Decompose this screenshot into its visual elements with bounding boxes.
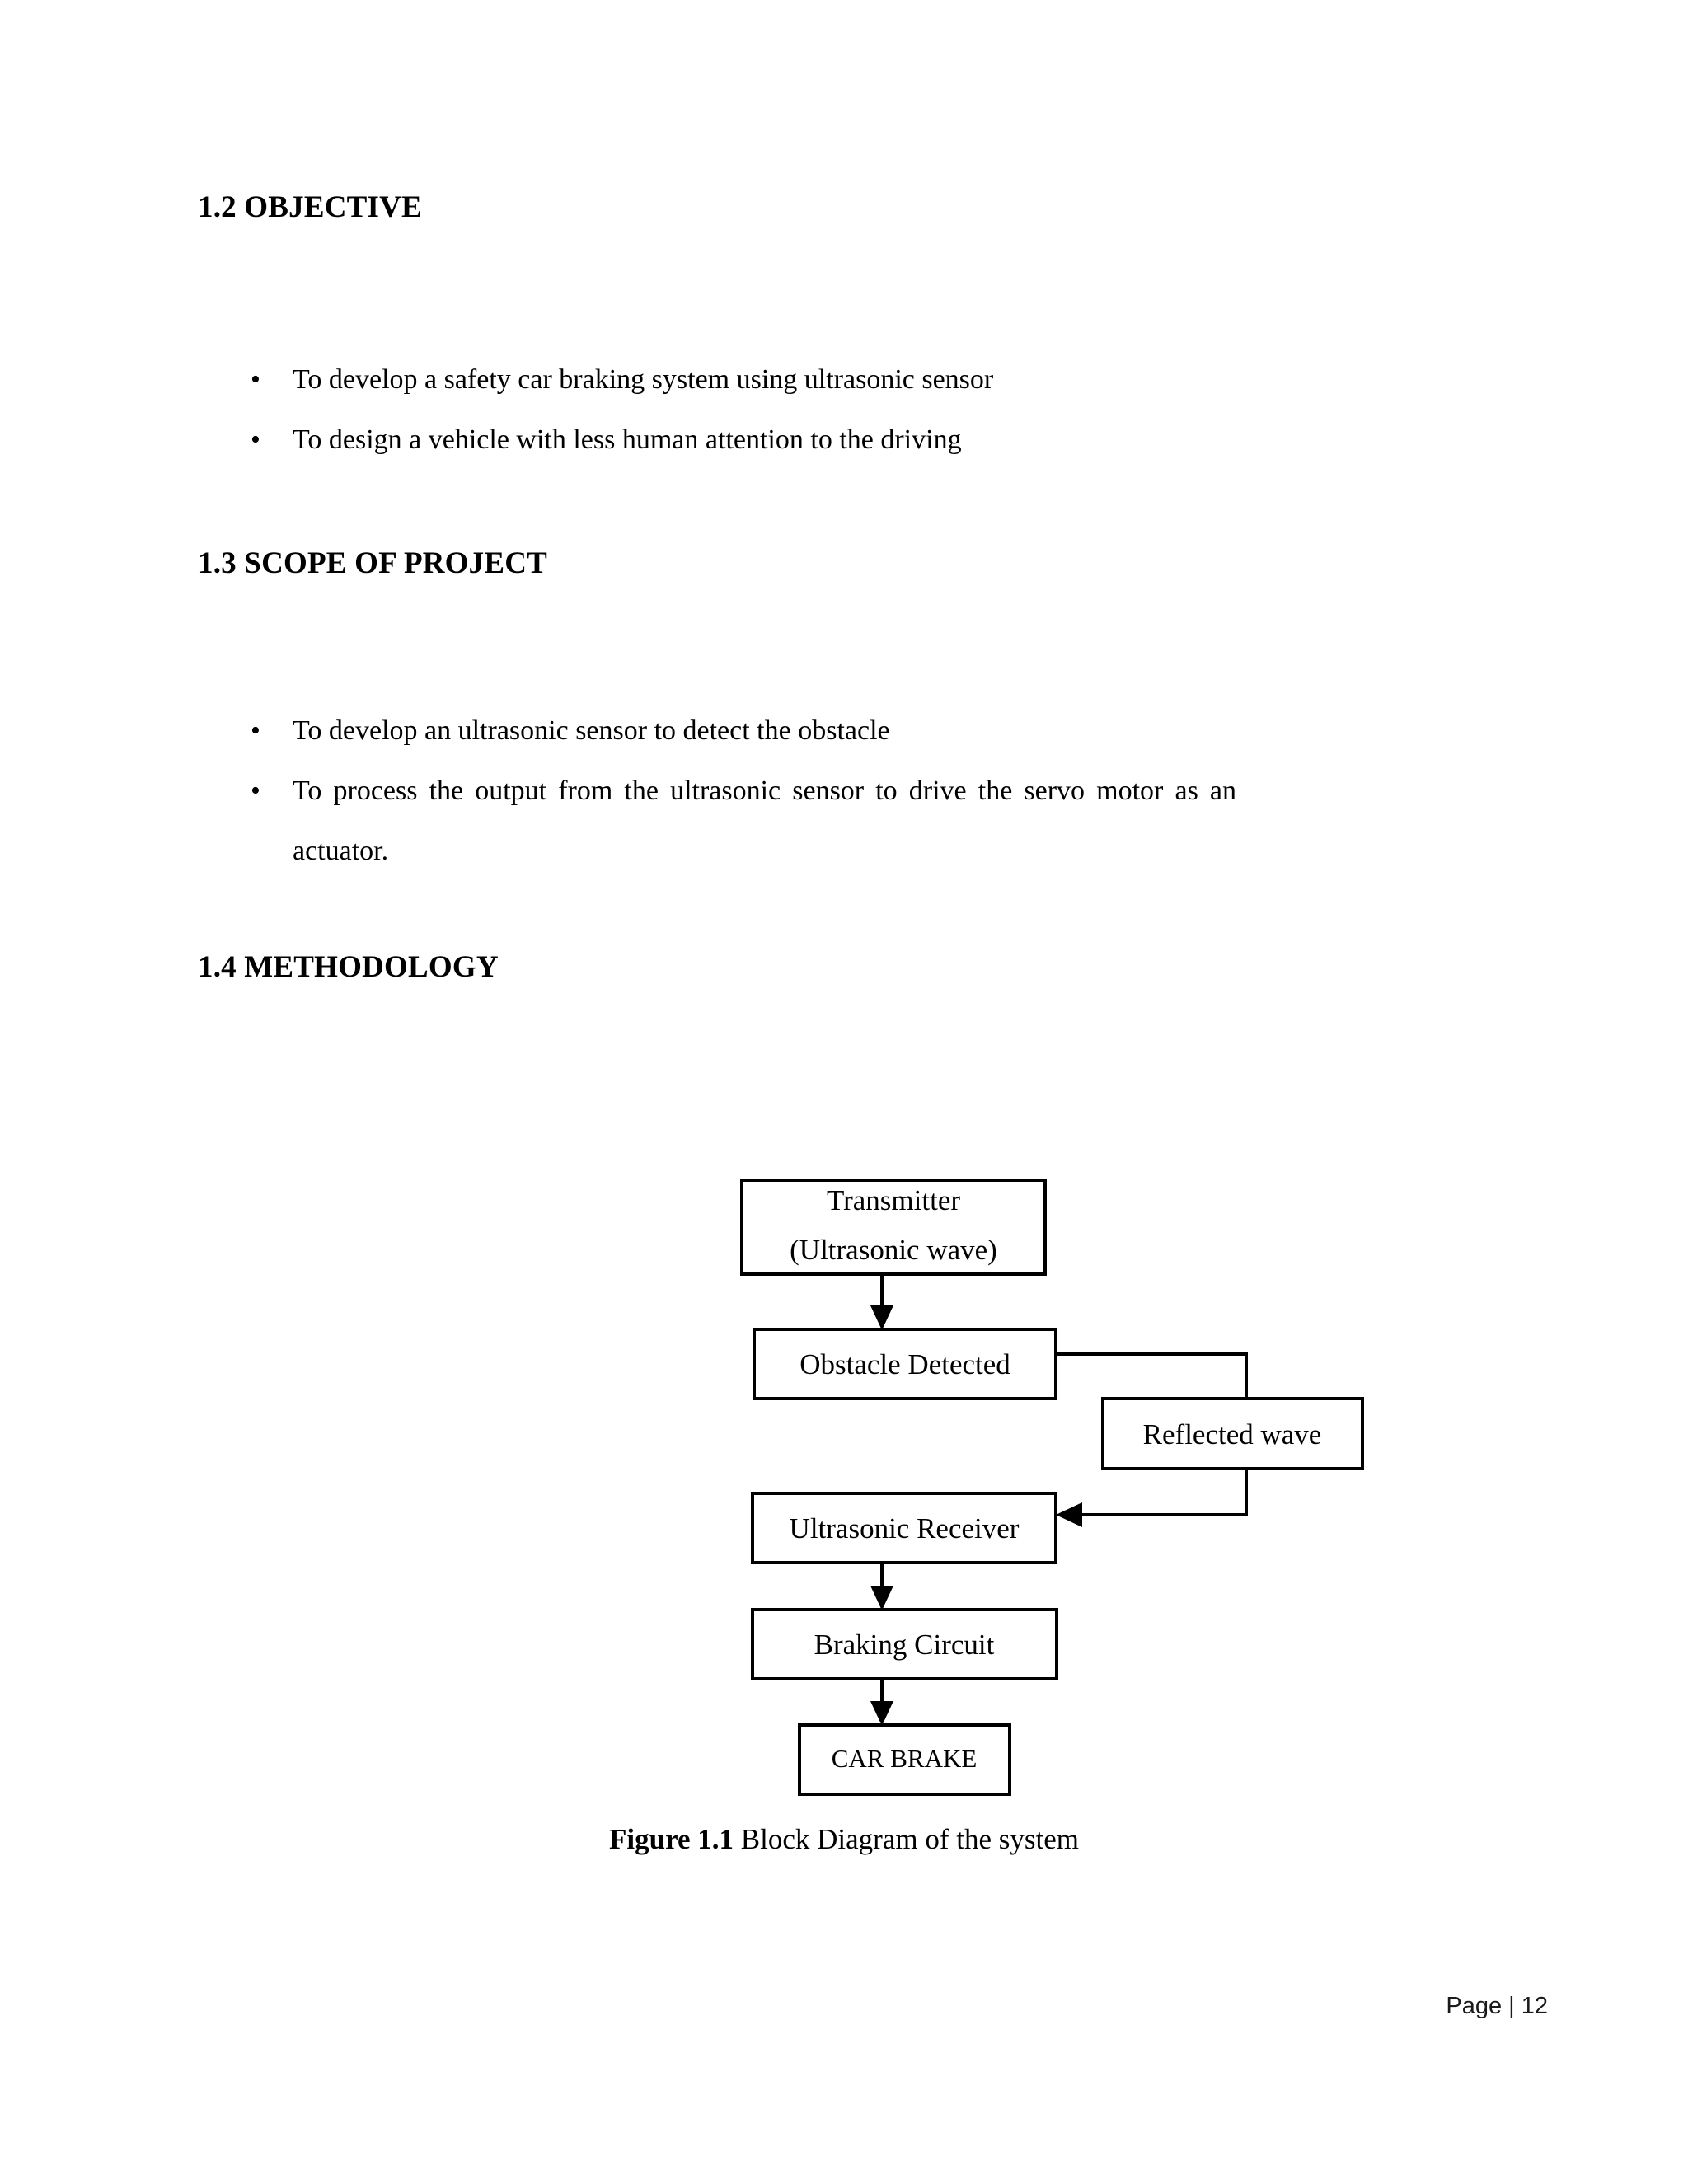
- list-item-line-2: actuator.: [293, 836, 389, 866]
- objective-bullet-list: To develop a safety car braking system u…: [247, 349, 1401, 470]
- node-obstacle-detected-label: Obstacle Detected: [799, 1348, 1010, 1380]
- list-item: To process the output from the ultrasoni…: [247, 761, 1401, 881]
- node-braking-circuit-label: Braking Circuit: [814, 1629, 995, 1661]
- node-obstacle-detected: Obstacle Detected: [753, 1328, 1057, 1400]
- node-ultrasonic-receiver: Ultrasonic Receiver: [751, 1492, 1057, 1564]
- node-reflected-wave-label: Reflected wave: [1143, 1418, 1322, 1451]
- node-transmitter-line-2: (Ultrasonic wave): [790, 1234, 997, 1266]
- list-item-line-1: To process the output from the ultrasoni…: [293, 776, 1236, 806]
- section-heading-methodology: 1.4 METHODOLOGY: [198, 950, 499, 984]
- connector-braking-to-car-brake: [870, 1679, 893, 1726]
- connector-obstacle-to-receiver: [1056, 1352, 1248, 1527]
- node-transmitter-line-1: Transmitter: [827, 1184, 960, 1216]
- node-car-brake: CAR BRAKE: [798, 1723, 1011, 1796]
- node-transmitter: Transmitter (Ultrasonic wave): [740, 1179, 1047, 1276]
- list-item: To design a vehicle with less human atte…: [247, 410, 1401, 470]
- page-number-footer: Page | 12: [1446, 1993, 1548, 2019]
- node-reflected-wave: Reflected wave: [1101, 1397, 1364, 1470]
- figure-caption-label: Figure 1.1: [609, 1823, 734, 1855]
- list-item: To develop an ultrasonic sensor to detec…: [247, 701, 1401, 761]
- section-heading-objective: 1.2 OBJECTIVE: [198, 190, 422, 224]
- scope-bullet-list: To develop an ultrasonic sensor to detec…: [247, 701, 1401, 881]
- connector-receiver-to-braking: [870, 1563, 893, 1610]
- node-braking-circuit: Braking Circuit: [751, 1608, 1058, 1680]
- connector-transmitter-to-obstacle: [870, 1274, 893, 1330]
- node-car-brake-label: CAR BRAKE: [832, 1744, 978, 1773]
- figure-caption: Figure 1.1 Block Diagram of the system: [0, 1823, 1688, 1856]
- section-heading-scope: 1.3 SCOPE OF PROJECT: [198, 546, 548, 580]
- list-item: To develop a safety car braking system u…: [247, 349, 1401, 410]
- figure-caption-text: Block Diagram of the system: [740, 1823, 1079, 1855]
- node-ultrasonic-receiver-label: Ultrasonic Receiver: [790, 1512, 1020, 1544]
